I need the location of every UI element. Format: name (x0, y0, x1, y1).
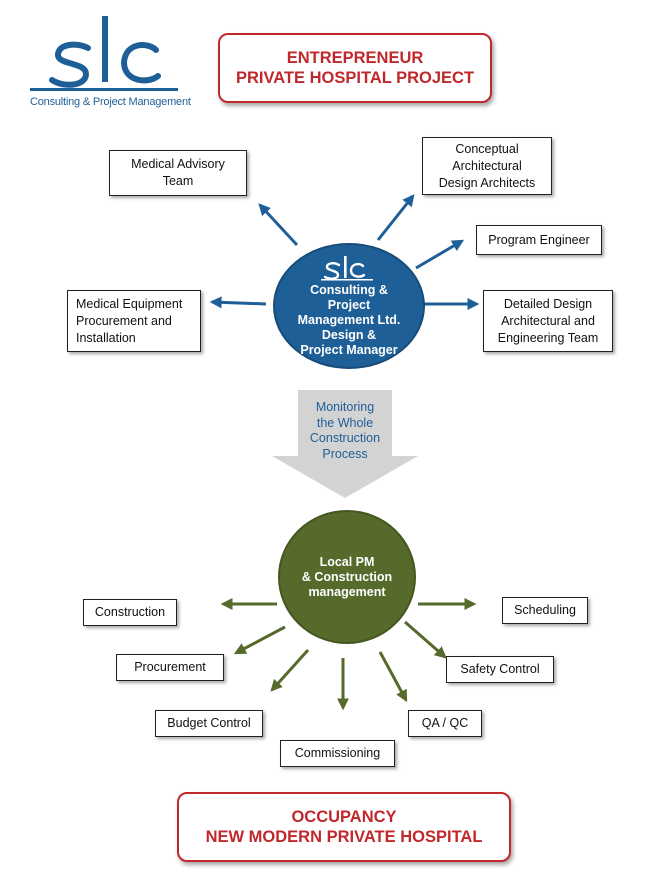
procurement-box: Procurement (116, 654, 224, 681)
local-pm-circle-text: Local PM & Construction management (301, 554, 393, 599)
header-line1: ENTREPRENEUR (286, 49, 424, 67)
arrow-to-program-engineer (415, 239, 465, 270)
logo-tagline: Consulting & Project Management (30, 96, 191, 108)
consultant-circle: Consulting & Project Management Ltd. Des… (273, 243, 425, 369)
conceptual-design-box: Conceptual Architectural Design Architec… (422, 137, 552, 195)
arrow-to-conceptual-design (376, 194, 415, 241)
sjc-circle-logo-icon (321, 255, 373, 280)
construction-box: Construction (83, 599, 177, 626)
consultant-circle-text: Consulting & Project Management Ltd. Des… (297, 282, 401, 357)
monitoring-down-arrow (272, 390, 418, 498)
arrow-to-medical-equipment (209, 296, 267, 309)
arrow-to-medical-advisory (258, 203, 299, 247)
arrow-to-budget-control (270, 648, 310, 692)
safety-control-box: Safety Control (446, 656, 554, 683)
medical-equipment-box: Medical Equipment Procurement and Instal… (67, 290, 201, 352)
arrow-to-procurement (233, 625, 286, 655)
scheduling-box: Scheduling (502, 597, 588, 624)
commissioning-box: Commissioning (280, 740, 395, 767)
footer-line2: NEW MODERN PRIVATE HOSPITAL (205, 828, 483, 846)
header-project-box: ENTREPRENEUR PRIVATE HOSPITAL PROJECT (218, 33, 492, 103)
monitoring-text: Monitoring the Whole Construction Proces… (309, 400, 381, 461)
detailed-design-box: Detailed Design Architectural and Engine… (483, 290, 613, 352)
local-pm-circle: Local PM & Construction management (278, 510, 416, 644)
medical-advisory-team-box: Medical Advisory Team (109, 150, 247, 196)
footer-line1: OCCUPANCY (291, 808, 397, 826)
qa-qc-box: QA / QC (408, 710, 482, 737)
company-logo: Consulting & Project Management (28, 10, 191, 110)
sjc-logo-mark-icon (30, 16, 178, 91)
budget-control-box: Budget Control (155, 710, 263, 737)
header-line2: PRIVATE HOSPITAL PROJECT (235, 69, 475, 87)
arrow-to-safety-control (404, 620, 447, 659)
footer-occupancy-box: OCCUPANCY NEW MODERN PRIVATE HOSPITAL (177, 792, 511, 862)
program-engineer-box: Program Engineer (476, 225, 602, 255)
arrow-to-qa-qc (378, 651, 408, 703)
